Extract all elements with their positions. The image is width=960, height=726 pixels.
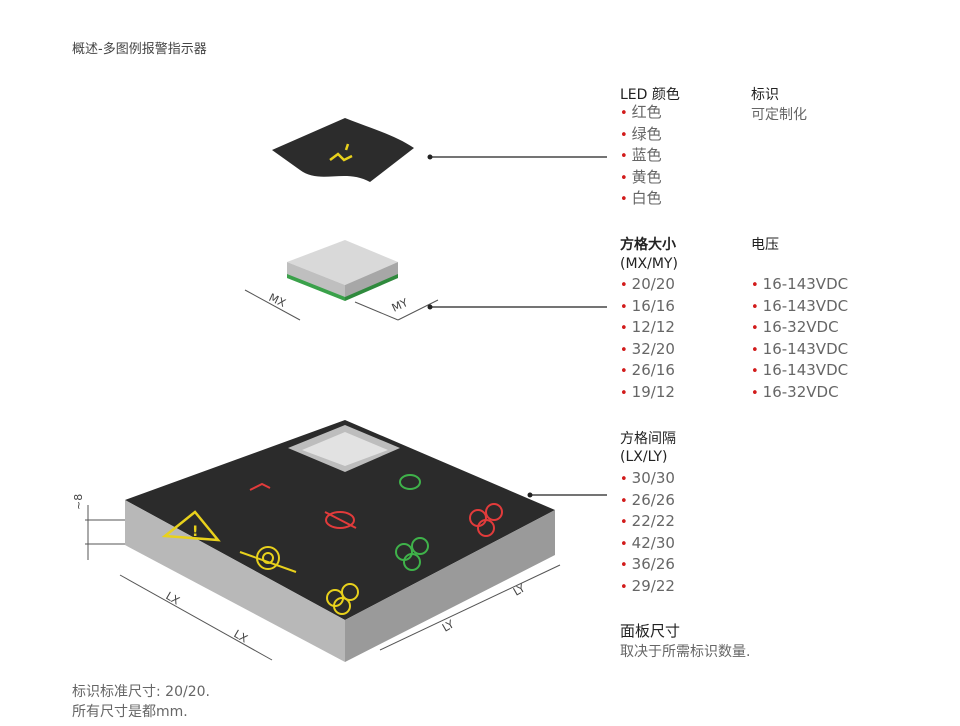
spacing-sub: (LX/LY) (620, 449, 668, 465)
grid-size-sub: (MX/MY) (620, 256, 678, 272)
list-item: •绿色 (620, 124, 662, 143)
list-item: •26/26 (620, 490, 675, 509)
footnote-line-1: 标识标准尺寸: 20/20. (72, 684, 210, 700)
person-sign-icon (329, 143, 353, 162)
voltage-heading: 电压 (751, 237, 779, 253)
height-label: ~8 (72, 494, 85, 510)
grid-size-heading: 方格大小 (620, 237, 676, 253)
list-item: •30/30 (620, 469, 675, 487)
ly-label-2: LY (511, 582, 528, 599)
red-sign-icon (249, 482, 271, 491)
warning-triangle-icon: ! (161, 510, 221, 542)
list-item: •36/26 (620, 555, 675, 573)
sign-label-sheet (272, 118, 414, 182)
list-item: •黄色 (620, 167, 662, 186)
list-item: •16-32VDC (751, 382, 839, 401)
list-item: •16-32VDC (751, 318, 839, 336)
footnote: 标识标准尺寸: 20/20. 所有尺寸是都mm. (72, 682, 210, 722)
list-item: •29/22 (620, 576, 675, 595)
marking-heading: 标识 (751, 87, 779, 103)
svg-text:!: ! (192, 524, 198, 540)
list-item: •16-143VDC (751, 296, 849, 315)
list-item: •42/30 (620, 533, 675, 552)
list-item: •16-143VDC (751, 361, 849, 379)
panel-size-note: 取决于所需标识数量. (620, 644, 751, 660)
list-item: •26/16 (620, 361, 675, 379)
panel-size-heading: 面板尺寸 (620, 622, 681, 640)
list-item: •32/20 (620, 339, 675, 358)
lx-label-2: LX (232, 627, 251, 645)
no-entry-icon (324, 511, 357, 529)
red-rings-icon (469, 503, 503, 537)
footnote-line-2: 所有尺寸是都mm. (72, 704, 188, 720)
led-heading: LED 颜色 (620, 87, 680, 103)
list-item: •12/12 (620, 318, 675, 336)
grid-size-list: •20/20 •16/16 •12/12 •32/20 •26/16 •19/1… (620, 274, 675, 403)
marking-value: 可定制化 (751, 107, 807, 123)
spacing-heading: 方格间隔 (620, 431, 676, 447)
list-item: •22/22 (620, 512, 675, 530)
list-item: •19/12 (620, 382, 675, 401)
list-item: •16-143VDC (751, 339, 849, 358)
page-title: 概述-多图例报警指示器 (72, 42, 207, 57)
indicator-panel: ! (125, 420, 555, 662)
target-rings-icon (326, 583, 359, 615)
list-item: •16/16 (620, 296, 675, 315)
list-item: •红色 (620, 103, 662, 121)
spacing-list: •30/30 •26/26 •22/22 •42/30 •36/26 •29/2… (620, 468, 675, 597)
list-item: •20/20 (620, 275, 675, 293)
mx-label: MX (267, 291, 288, 310)
led-module (287, 240, 398, 301)
green-symbol-icon (399, 474, 421, 490)
list-item: •16-143VDC (751, 275, 849, 293)
fuel-pump-icon (239, 546, 297, 573)
lx-label-1: LX (164, 589, 183, 607)
my-label: MY (390, 296, 410, 315)
list-item: •白色 (620, 189, 662, 207)
voltage-list: •16-143VDC •16-143VDC •16-32VDC •16-143V… (751, 274, 848, 403)
green-rings-icon (395, 537, 429, 571)
led-color-list: •红色 •绿色 •蓝色 •黄色 •白色 (620, 102, 662, 210)
list-item: •蓝色 (620, 146, 662, 164)
